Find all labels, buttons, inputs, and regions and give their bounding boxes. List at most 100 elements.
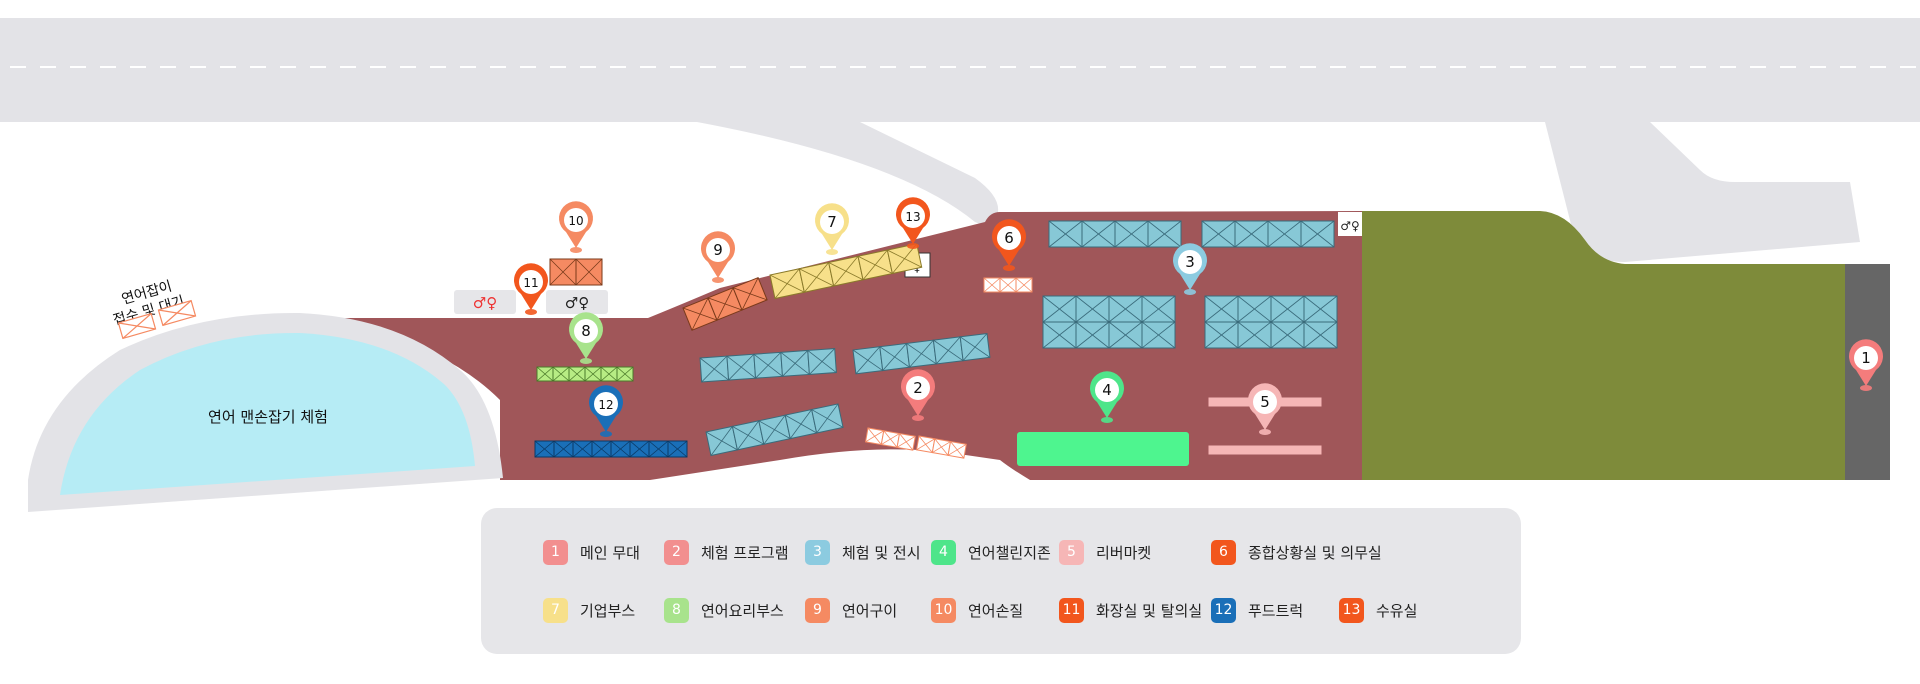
- legend-badge: 13: [1339, 597, 1364, 623]
- legend-item-3: 3 체험 및 전시: [805, 538, 921, 566]
- changing-room-icon: ♂♀: [473, 294, 497, 312]
- event-plaza: [320, 211, 1362, 480]
- program-booths: [864, 427, 916, 451]
- marker-number: 9: [713, 241, 723, 259]
- marker-number: 11: [523, 276, 538, 290]
- marker-number: 2: [913, 379, 923, 397]
- marker-number: 10: [568, 214, 583, 228]
- legend-item-8: 8 연어요리부스: [664, 596, 784, 624]
- map-marker-2[interactable]: 2: [901, 369, 936, 421]
- legend-badge: 4: [931, 539, 956, 565]
- legend-item-9: 9 연어구이: [805, 596, 897, 624]
- legend-badge: 12: [1211, 597, 1236, 623]
- legend-item-10: 10 연어손질: [931, 596, 1023, 624]
- access-road-left: [697, 122, 999, 228]
- legend-item-11: 11 화장실 및 탈의실: [1059, 596, 1202, 624]
- map-marker-9[interactable]: 9: [700, 231, 735, 283]
- exhibit-booth-row: [1201, 220, 1335, 248]
- legend-label: 연어챌린지존: [968, 543, 1051, 562]
- legend-badge: 5: [1059, 539, 1084, 565]
- road: [0, 18, 1920, 122]
- pool-water: [60, 332, 475, 495]
- exhibit-booth-row: [852, 332, 991, 375]
- legend-badge: 1: [543, 539, 568, 565]
- map-marker-10[interactable]: 10: [559, 201, 593, 253]
- marker-number: 12: [598, 398, 613, 412]
- legend-label: 메인 무대: [580, 543, 640, 562]
- marker-number: 4: [1102, 381, 1112, 399]
- legend-panel: 1 메인 무대 2 체험 프로그램 3 체험 및 전시 4 연어챌린지존 5 리버마켓 6 종합상황실…: [481, 508, 1521, 654]
- map-marker-11[interactable]: 11: [514, 263, 548, 315]
- legend-label: 체험 및 전시: [842, 543, 921, 562]
- legend-badge: 10: [931, 597, 956, 623]
- map-marker-13[interactable]: 13: [896, 197, 930, 249]
- legend-label: 수유실: [1376, 601, 1418, 620]
- legend-badge: 11: [1059, 597, 1084, 623]
- legend-item-4: 4 연어챌린지존: [931, 538, 1051, 566]
- legend-label: 종합상황실 및 의무실: [1248, 543, 1382, 562]
- legend-label: 체험 프로그램: [701, 543, 789, 562]
- exhibit-booth-row: [1042, 295, 1176, 323]
- restroom-icon: ♂♀: [1340, 219, 1360, 233]
- legend-badge: 6: [1211, 539, 1236, 565]
- marker-number: 6: [1004, 229, 1014, 247]
- legend-item-2: 2 체험 프로그램: [664, 538, 789, 566]
- legend-item-6: 6 종합상황실 및 의무실: [1211, 538, 1382, 566]
- legend-badge: 7: [543, 597, 568, 623]
- food-truck-row: [534, 440, 688, 458]
- marker-number: 7: [827, 213, 837, 231]
- changing-room: [454, 290, 516, 314]
- market-stall-row: [1208, 445, 1322, 455]
- restroom-block-right: [1338, 212, 1362, 236]
- booth-layer: [534, 220, 1338, 459]
- corporate-booth-row: [769, 243, 923, 300]
- legend-label: 리버마켓: [1096, 543, 1152, 562]
- marker-number: 1: [1861, 349, 1871, 367]
- challenge-zone: [1017, 432, 1189, 466]
- legend-item-5: 5 리버마켓: [1059, 538, 1151, 566]
- access-road-right: [1545, 122, 1860, 262]
- map-marker-1[interactable]: 1: [1849, 339, 1884, 391]
- legend-label: 연어구이: [842, 601, 898, 620]
- legend-label: 연어요리부스: [701, 601, 784, 620]
- legend-label: 기업부스: [580, 601, 636, 620]
- legend-item-1: 1 메인 무대: [543, 538, 640, 566]
- legend-item-7: 7 기업부스: [543, 596, 635, 624]
- legend-badge: 9: [805, 597, 830, 623]
- map-marker-4[interactable]: 4: [1090, 371, 1124, 423]
- marker-number: 8: [581, 322, 591, 340]
- map-marker-3[interactable]: 3: [1173, 243, 1208, 295]
- legend-label: 연어손질: [968, 601, 1024, 620]
- map-marker-8[interactable]: 8: [569, 312, 603, 364]
- pool-label: 연어 맨손잡기 체험: [208, 408, 328, 426]
- map-marker-12[interactable]: 12: [588, 385, 623, 437]
- marker-number: 5: [1260, 393, 1270, 411]
- program-booths: [915, 435, 967, 459]
- legend-badge: 2: [664, 539, 689, 565]
- exhibit-booth-row: [705, 403, 844, 457]
- exhibit-booth-row: [1204, 295, 1338, 323]
- reception-booths: [117, 299, 197, 340]
- map-marker-7[interactable]: 7: [815, 203, 850, 255]
- marker-number: 13: [905, 210, 920, 224]
- prep-booth-row: [549, 258, 603, 286]
- lawn: [1362, 211, 1848, 480]
- cooking-booth-row: [536, 366, 634, 382]
- control-room-booths: [983, 277, 1033, 293]
- legend-item-12: 12 푸드트럭: [1211, 596, 1303, 624]
- legend-label: 푸드트럭: [1248, 601, 1304, 620]
- grill-booth-row: [682, 277, 768, 331]
- exhibit-booth-row: [1042, 321, 1176, 349]
- restroom-block-left: [546, 290, 608, 314]
- map-marker-6[interactable]: 6: [992, 219, 1027, 271]
- legend-label: 화장실 및 탈의실: [1096, 601, 1203, 620]
- restroom-icon: ♂♀: [565, 294, 589, 312]
- exhibit-booth-row: [1204, 321, 1338, 349]
- exhibit-booth-row: [699, 348, 837, 383]
- legend-item-13: 13 수유실: [1339, 596, 1417, 624]
- legend-badge: 3: [805, 539, 830, 565]
- map-marker-5[interactable]: 5: [1248, 383, 1282, 435]
- legend-badge: 8: [664, 597, 689, 623]
